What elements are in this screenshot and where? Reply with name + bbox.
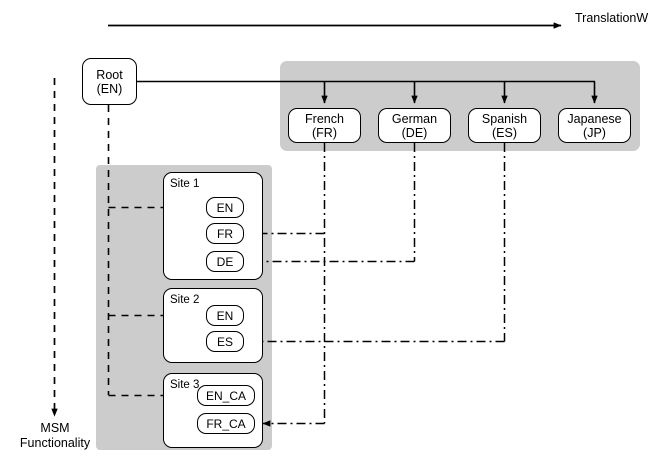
- language-node-japanese[interactable]: Japanese (JP): [558, 108, 631, 143]
- site-title-2: Site 2: [170, 294, 200, 306]
- language-name-spanish: Spanish: [481, 111, 528, 126]
- site-title-3: Site 3: [170, 379, 200, 391]
- root-label-line2: (EN): [96, 81, 123, 96]
- language-name-german: German: [391, 111, 438, 126]
- language-node-french[interactable]: French (FR): [288, 108, 361, 143]
- language-name-french: French: [305, 111, 344, 126]
- translation-workflow-caption: TranslationWorkflow: [575, 11, 648, 26]
- language-code-japanese: (JP): [583, 125, 606, 140]
- language-code-german: (DE): [401, 125, 428, 140]
- site-1-locale-de[interactable]: DE: [206, 251, 244, 272]
- root-to-languages-connector: [137, 80, 598, 104]
- msm-caption-line2: Functionality: [19, 436, 91, 450]
- site-2-locale-es[interactable]: ES: [206, 331, 244, 352]
- german-locale-connector: [251, 143, 416, 265]
- root-node[interactable]: Root (EN): [82, 58, 137, 105]
- language-node-spanish[interactable]: Spanish (ES): [468, 108, 541, 143]
- site-1-locale-en[interactable]: EN: [206, 197, 244, 218]
- language-name-japanese: Japanese: [567, 111, 622, 126]
- language-node-german[interactable]: German (DE): [378, 108, 451, 143]
- language-code-spanish: (ES): [492, 125, 517, 140]
- site-3-locale-fr-ca[interactable]: FR_CA: [197, 413, 255, 434]
- site-3-locale-en-ca[interactable]: EN_CA: [197, 385, 255, 406]
- translation-workflow-caption-line1: TranslationWorkflow: [575, 11, 648, 25]
- french-locale-connectors: [251, 143, 326, 427]
- language-code-french: (FR): [312, 125, 337, 140]
- root-label-line1: Root: [96, 67, 123, 82]
- spanish-locale-connector: [251, 143, 506, 345]
- site-box-1[interactable]: [163, 172, 263, 280]
- site-title-1: Site 1: [170, 178, 200, 190]
- site-2-locale-en[interactable]: EN: [206, 305, 244, 326]
- msm-caption-line1: MSM: [40, 421, 70, 435]
- msm-functionality-caption: MSM Functionality: [0, 421, 110, 451]
- site-1-locale-fr[interactable]: FR: [206, 223, 244, 244]
